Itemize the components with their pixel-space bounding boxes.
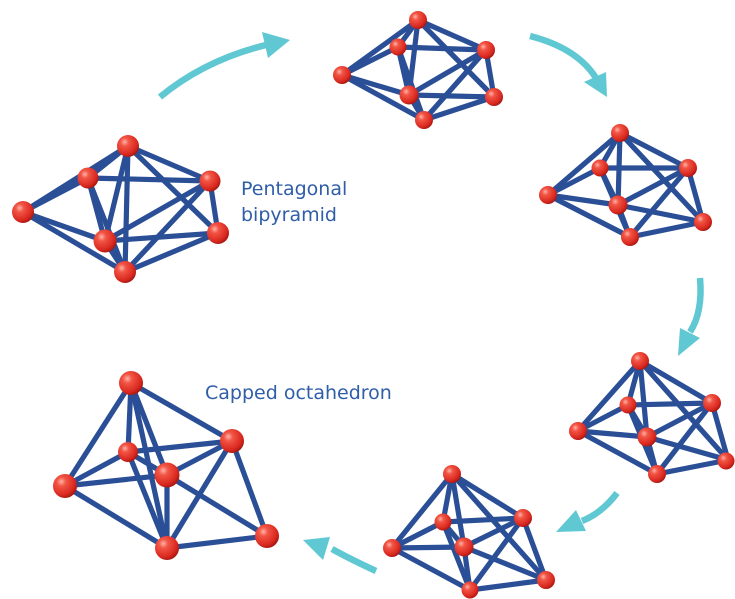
arrow-5: [303, 537, 378, 574]
arrow-4: [556, 491, 620, 532]
capped-octahedron-label: Capped octahedron: [205, 382, 392, 404]
intermediate-structure-1: [333, 11, 503, 129]
pentagonal-bipyramid-label-line2: bipyramid: [241, 204, 337, 226]
intermediate-structure-3: [569, 352, 735, 483]
capped-octahedron-structure: [53, 371, 279, 560]
pentagonal-bipyramid-structure: [12, 135, 229, 283]
intermediate-structure-4: [383, 465, 555, 599]
intermediate-structure-2: [539, 124, 712, 246]
arrow-layer: [157, 32, 704, 574]
arrow-3: [678, 277, 704, 356]
arrow-1: [157, 32, 290, 100]
arrow-2: [529, 32, 607, 97]
molecule-layer: [12, 11, 735, 599]
pentagonal-bipyramid-label-line1: Pentagonal: [241, 178, 348, 200]
